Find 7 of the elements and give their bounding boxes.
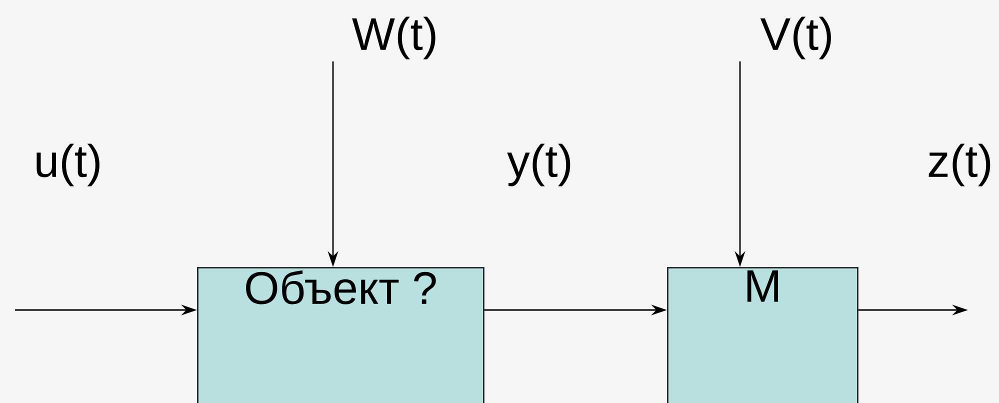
- edge-label: z(t): [928, 144, 990, 186]
- process-box: M: [667, 266, 858, 403]
- signal-label: V(t): [760, 16, 831, 60]
- edge-label: u(t): [36, 144, 100, 186]
- process-box: Объект ?: [197, 266, 484, 403]
- signal-label: W(t): [352, 16, 436, 60]
- edge-label: y(t): [507, 144, 570, 186]
